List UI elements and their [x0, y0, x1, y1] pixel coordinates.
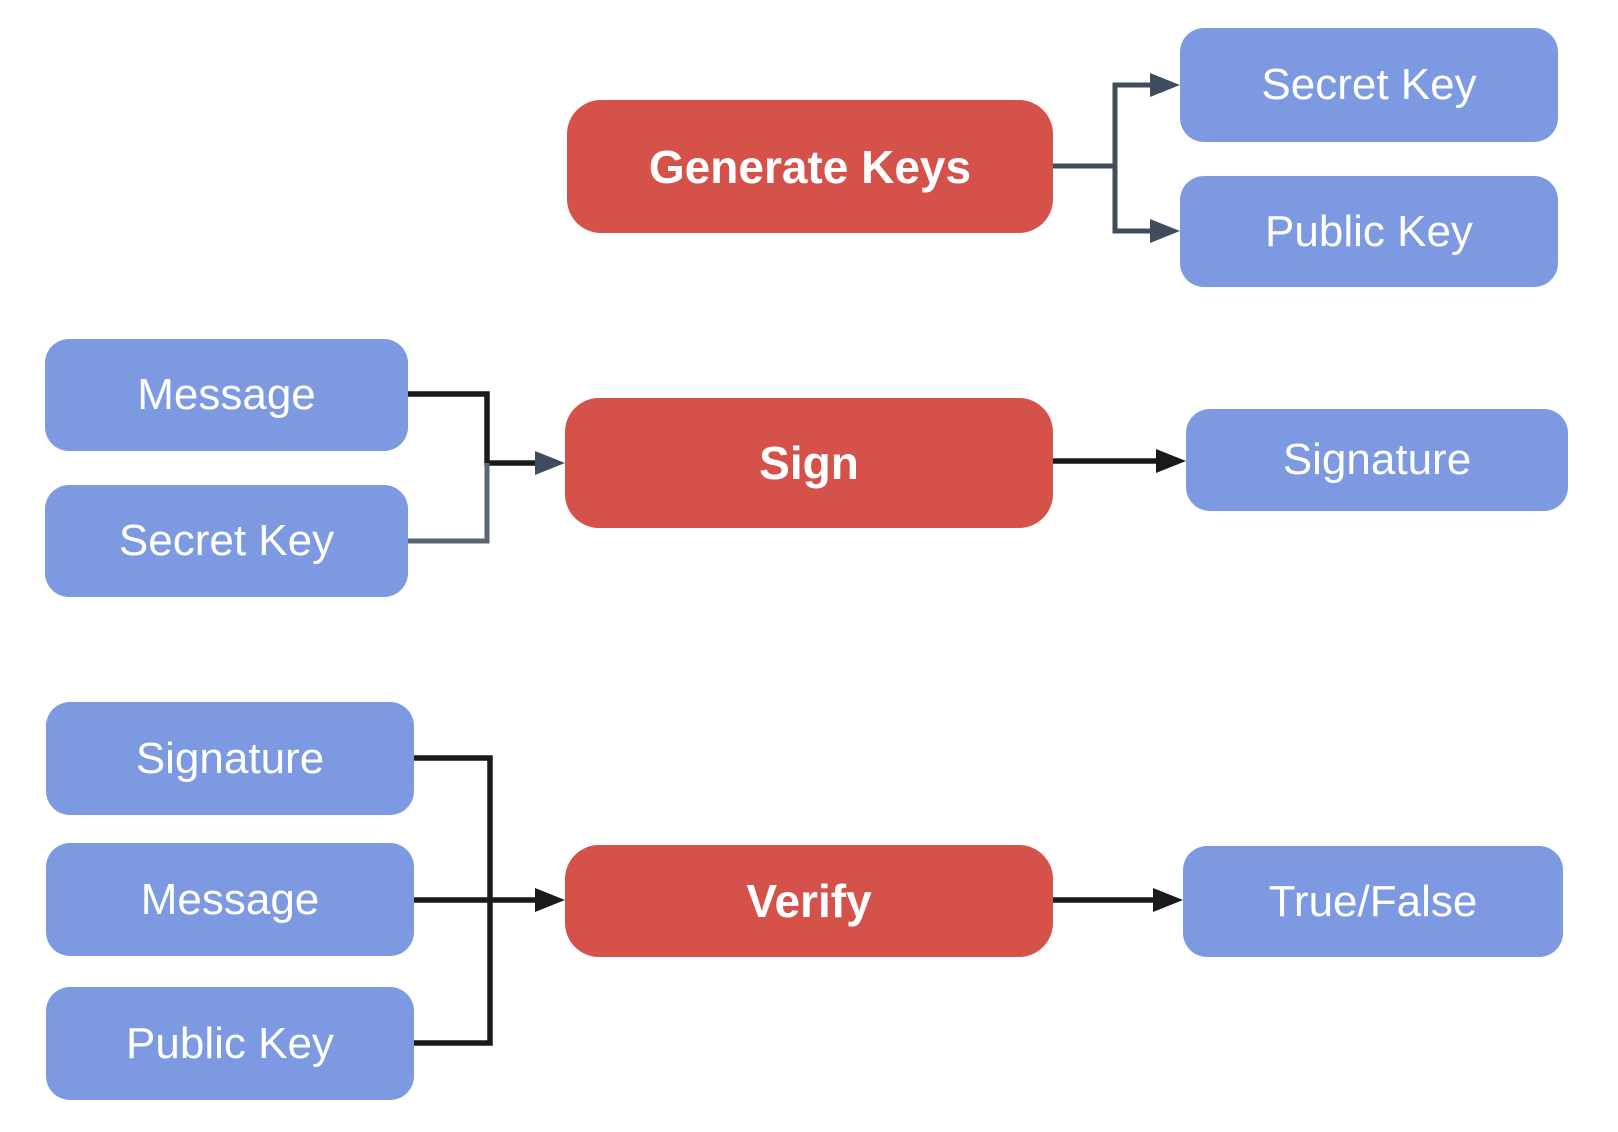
node-secret-key-output: Secret Key [1180, 28, 1558, 142]
node-verify-input-public-key: Public Key [46, 987, 414, 1100]
verify-to-result-arrowhead [1153, 888, 1183, 912]
generate-to-public-key-arrowhead [1150, 219, 1180, 243]
node-sign-input-secret-key-label: Secret Key [118, 516, 335, 565]
secret-key-to-sign-connector [408, 463, 490, 544]
node-verify-input-signature-label: Signature [135, 733, 325, 783]
node-verify-input-message-label: Message [140, 874, 320, 924]
node-sign-input-message-label: Message [137, 370, 316, 419]
node-verify-input-message: Message [46, 843, 414, 956]
node-verify-label: Verify [746, 875, 872, 927]
node-verify-input-signature: Signature [46, 702, 414, 815]
node-signature-output: Signature [1186, 409, 1568, 511]
sign-input-arrowhead [535, 451, 565, 475]
node-true-false-output-label: True/False [1268, 876, 1478, 926]
message-to-sign-connector [408, 391, 537, 466]
node-generate-keys: Generate Keys [567, 100, 1053, 233]
node-true-false-output: True/False [1183, 846, 1563, 957]
node-verify: Verify [565, 845, 1053, 957]
node-public-key-output-label: Public Key [1265, 206, 1473, 256]
node-generate-keys-label: Generate Keys [648, 140, 972, 193]
node-sign-input-secret-key: Secret Key [45, 485, 408, 597]
verify-input-arrowhead [535, 888, 565, 912]
node-verify-input-public-key-label: Public Key [126, 1018, 334, 1068]
node-sign-input-message: Message [45, 339, 408, 451]
generate-to-secret-key-connector [1053, 82, 1152, 169]
generate-to-secret-key-arrowhead [1150, 73, 1180, 97]
verify-inputs-bracket-connector [414, 755, 493, 1046]
node-secret-key-output-label: Secret Key [1261, 60, 1477, 109]
generate-to-public-key-connector [1112, 163, 1152, 234]
node-sign-label: Sign [759, 437, 859, 489]
node-public-key-output: Public Key [1180, 176, 1558, 287]
node-signature-output-label: Signature [1282, 435, 1472, 484]
sign-to-signature-arrowhead [1156, 449, 1186, 473]
node-sign: Sign [565, 398, 1053, 528]
